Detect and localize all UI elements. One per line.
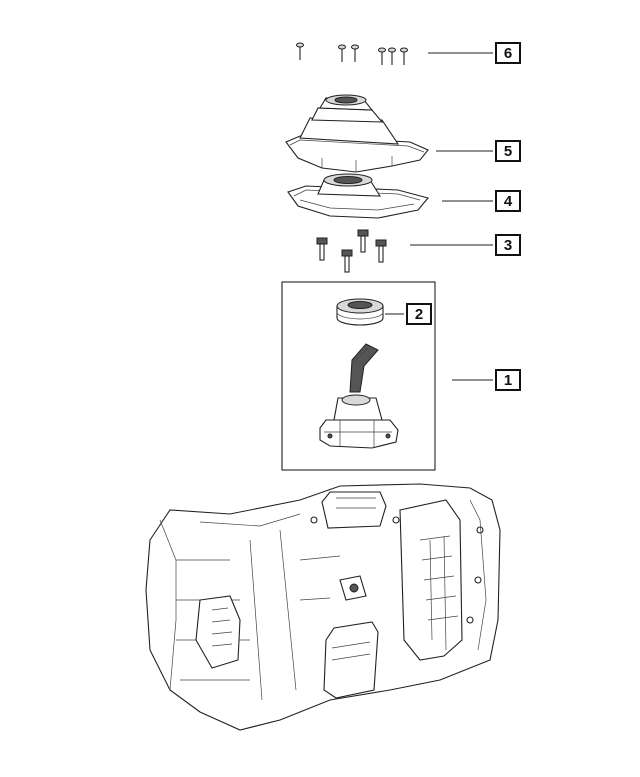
bolt — [316, 237, 328, 261]
bolt — [357, 229, 369, 253]
callout-5: 5 — [495, 140, 521, 162]
part-4-plate — [287, 173, 429, 219]
screw — [388, 47, 396, 65]
part-3-bolts — [316, 229, 387, 273]
screw — [338, 44, 346, 62]
part-6-screws — [296, 42, 408, 65]
callout-4: 4 — [495, 190, 521, 212]
screw — [296, 42, 304, 60]
callout-6: 6 — [495, 42, 521, 64]
screw — [378, 47, 386, 65]
bolt — [341, 249, 353, 273]
part-5-boot — [285, 94, 429, 173]
transmission-housing — [145, 483, 501, 731]
callout-2: 2 — [406, 303, 432, 325]
assembly-group-box — [281, 281, 436, 471]
callout-3: 3 — [495, 234, 521, 256]
callout-1: 1 — [495, 369, 521, 391]
screw — [351, 44, 359, 62]
part-1-shifter — [319, 343, 399, 449]
part-2-bushing — [336, 298, 384, 326]
bolt — [375, 239, 387, 263]
screw — [400, 47, 408, 65]
